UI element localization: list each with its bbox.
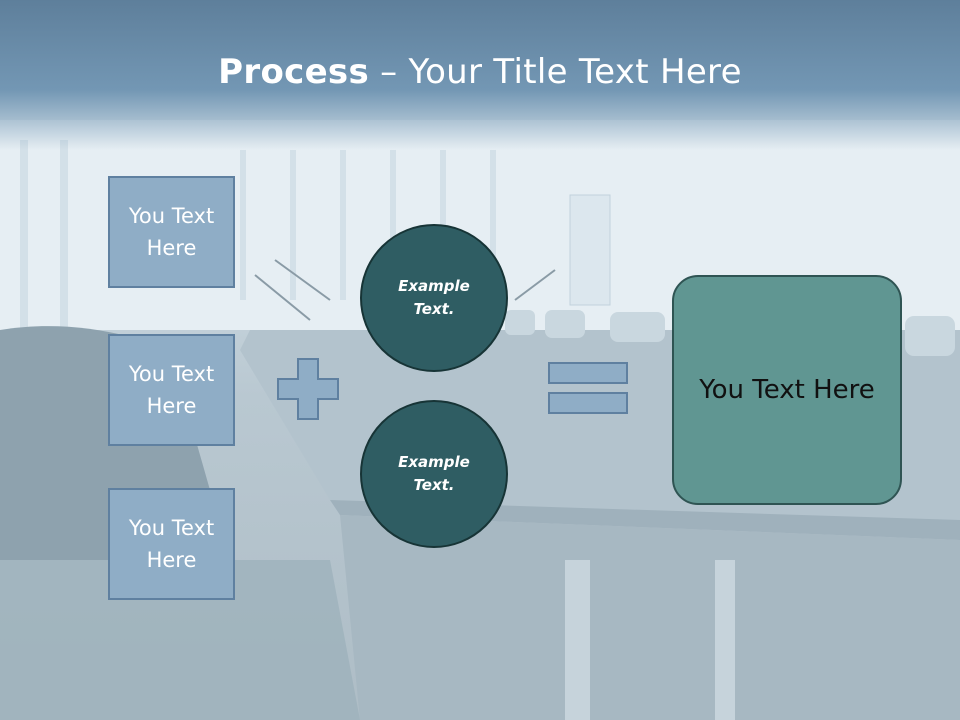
- title-rest: – Your Title Text Here: [369, 52, 742, 92]
- example-circle-1[interactable]: Example Text.: [360, 224, 508, 372]
- text-box-1[interactable]: You Text Here: [108, 176, 235, 288]
- text-box-2[interactable]: You Text Here: [108, 334, 235, 446]
- example-circle-2[interactable]: Example Text.: [360, 400, 508, 548]
- circle-label-1: Example Text.: [398, 277, 470, 318]
- text-box-3[interactable]: You Text Here: [108, 488, 235, 600]
- plus-icon: [277, 358, 339, 420]
- equals-icon: [548, 362, 628, 414]
- slide-title: Process – Your Title Text Here: [0, 52, 960, 92]
- title-bar: [0, 0, 960, 150]
- result-box[interactable]: You Text Here: [672, 275, 902, 505]
- circle-label-2: Example Text.: [398, 453, 470, 494]
- title-bold: Process: [218, 52, 370, 92]
